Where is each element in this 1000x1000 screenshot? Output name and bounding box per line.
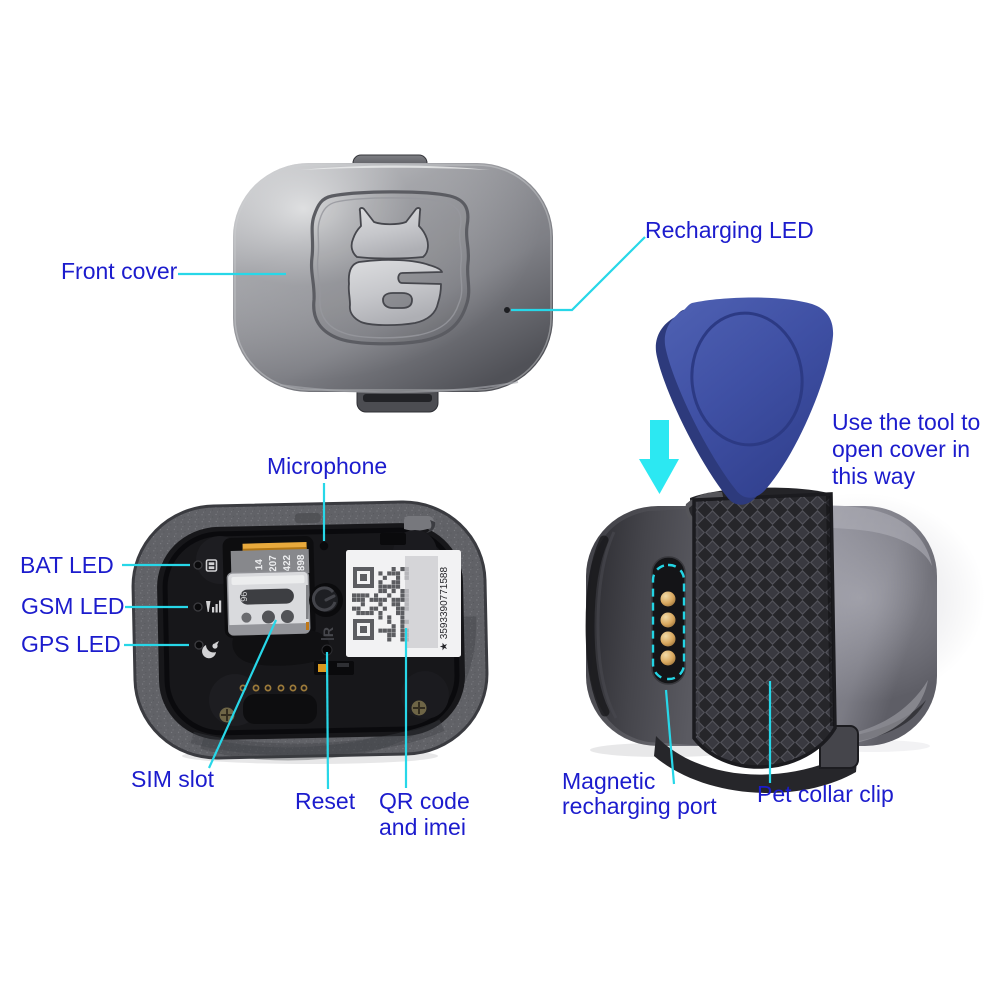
svg-text:14: 14 (254, 559, 265, 571)
svg-text:96: 96 (239, 592, 249, 602)
svg-text:★ 3593390771588: ★ 3593390771588 (439, 567, 450, 651)
svg-text:R: R (320, 627, 336, 637)
svg-text:207: 207 (268, 555, 279, 572)
svg-text:898: 898 (296, 554, 307, 571)
svg-text:422: 422 (282, 554, 293, 571)
